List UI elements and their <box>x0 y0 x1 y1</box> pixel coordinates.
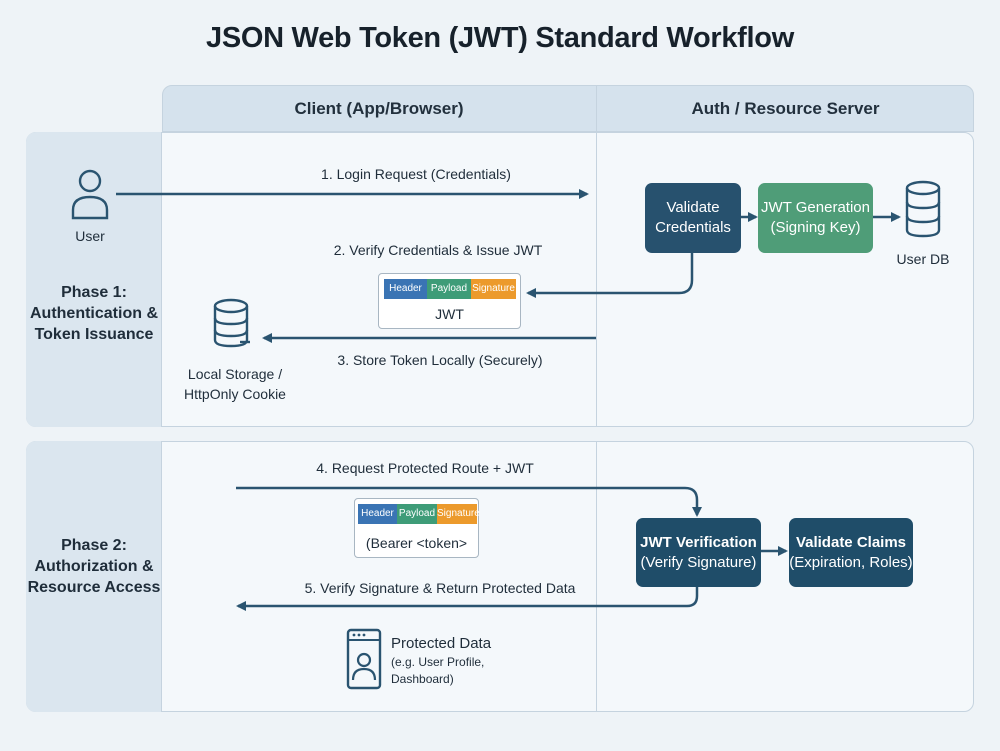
jwt-token-phase2: Header Payload Signature (Bearer <token> <box>354 498 480 558</box>
token-header-segment: Header <box>384 279 427 299</box>
column-divider-header <box>596 85 597 132</box>
token-header-segment: Header <box>358 504 397 524</box>
column-header-client: Client (App/Browser) <box>294 99 464 118</box>
step4-label: 4. Request Protected Route + JWT <box>316 460 534 476</box>
validate-claims-box: Validate Claims (Expiration, Roles) <box>789 518 913 587</box>
token-signature-segment: Signature <box>471 279 516 299</box>
validate-credentials-box: Validate Credentials <box>645 183 741 253</box>
validate-claims-line2: (Expiration, Roles) <box>789 553 913 571</box>
phase1-label-column <box>26 132 162 427</box>
jwt-generation-box: JWT Generation (Signing Key) <box>758 183 873 253</box>
token-signature-segment: Signature <box>437 504 480 524</box>
phase2-label-column <box>26 441 162 712</box>
step1-label: 1. Login Request (Credentials) <box>321 166 511 182</box>
page-title: JSON Web Token (JWT) Standard Workflow <box>206 22 794 54</box>
validate-credentials-line2: Credentials <box>655 219 731 236</box>
protected-data-document-icon <box>346 628 382 690</box>
jwt-verification-box: JWT Verification (Verify Signature) <box>636 518 761 587</box>
jwt-generation-line2: (Signing Key) <box>770 219 861 236</box>
validate-claims-line1: Validate Claims <box>795 533 907 551</box>
local-storage-label: Local Storage / HttpOnly Cookie <box>160 364 310 404</box>
protected-data-detail-line2: Dashboard) <box>391 672 454 686</box>
jwt-verification-line1: JWT Verification <box>640 533 757 551</box>
phase2-label-line2: Authorization & <box>34 558 154 575</box>
phase1-label-line3: Token Issuance <box>34 326 154 343</box>
arrow-step2 <box>526 253 694 298</box>
validate-credentials-line1: Validate <box>666 199 720 216</box>
user-db-label: User DB <box>896 251 950 267</box>
protected-data-title: Protected Data <box>391 635 492 652</box>
step2-label: 2. Verify Credentials & Issue JWT <box>333 242 543 258</box>
local-storage-database-icon <box>213 298 250 348</box>
jwt-verification-line2: (Verify Signature) <box>640 553 757 571</box>
token-payload-segment: Payload <box>397 504 437 524</box>
user-db-icon <box>905 180 941 238</box>
phase1-label-line1: Phase 1: <box>61 284 127 301</box>
protected-data-label: Protected Data (e.g. User Profile, Dashb… <box>391 634 491 688</box>
token-payload-segment: Payload <box>427 279 471 299</box>
phase1-label-line2: Authentication & <box>30 305 158 322</box>
column-header-server: Auth / Resource Server <box>691 99 880 118</box>
phase2-column-divider <box>596 441 597 712</box>
local-storage-label-line2: HttpOnly Cookie <box>184 386 286 402</box>
step3-label: 3. Store Token Locally (Securely) <box>337 352 543 368</box>
phase1-label: Phase 1: Authentication & Token Issuance <box>26 282 162 345</box>
jwt-token-phase1: Header Payload Signature JWT <box>378 273 521 329</box>
phase2-label-line3: Resource Access <box>27 579 161 596</box>
column-header-bar <box>162 85 974 132</box>
user-icon <box>71 169 109 220</box>
local-storage-label-line1: Local Storage / <box>187 366 283 382</box>
arrow-step4 <box>236 486 702 517</box>
jwt-token-caption: JWT <box>435 306 464 322</box>
step5-label: 5. Verify Signature & Return Protected D… <box>304 580 576 596</box>
phase2-label-line1: Phase 2: <box>61 537 127 554</box>
jwt-generation-line1: JWT Generation <box>761 199 870 216</box>
phase2-label: Phase 2: Authorization & Resource Access <box>26 535 162 598</box>
phase1-column-divider <box>596 132 597 427</box>
protected-data-detail-line1: (e.g. User Profile, <box>391 655 485 669</box>
arrow-step5 <box>236 587 699 611</box>
bearer-token-caption: (Bearer <token> <box>365 535 468 551</box>
user-label: User <box>75 228 105 244</box>
